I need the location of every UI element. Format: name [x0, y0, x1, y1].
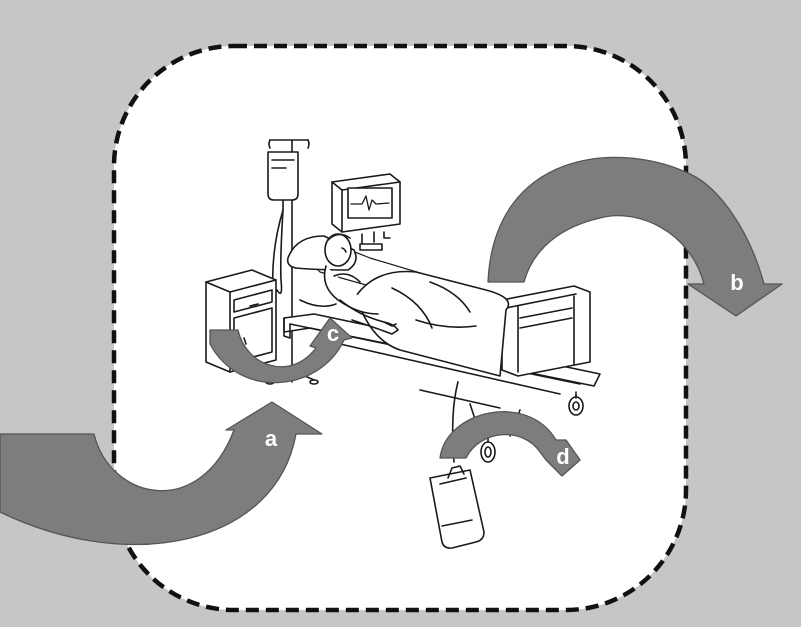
arrow-a-label: a [265, 426, 278, 451]
arrow-d-label: d [556, 444, 569, 469]
arrow-c-label: c [327, 321, 339, 346]
arrow-b-label: b [730, 270, 743, 295]
